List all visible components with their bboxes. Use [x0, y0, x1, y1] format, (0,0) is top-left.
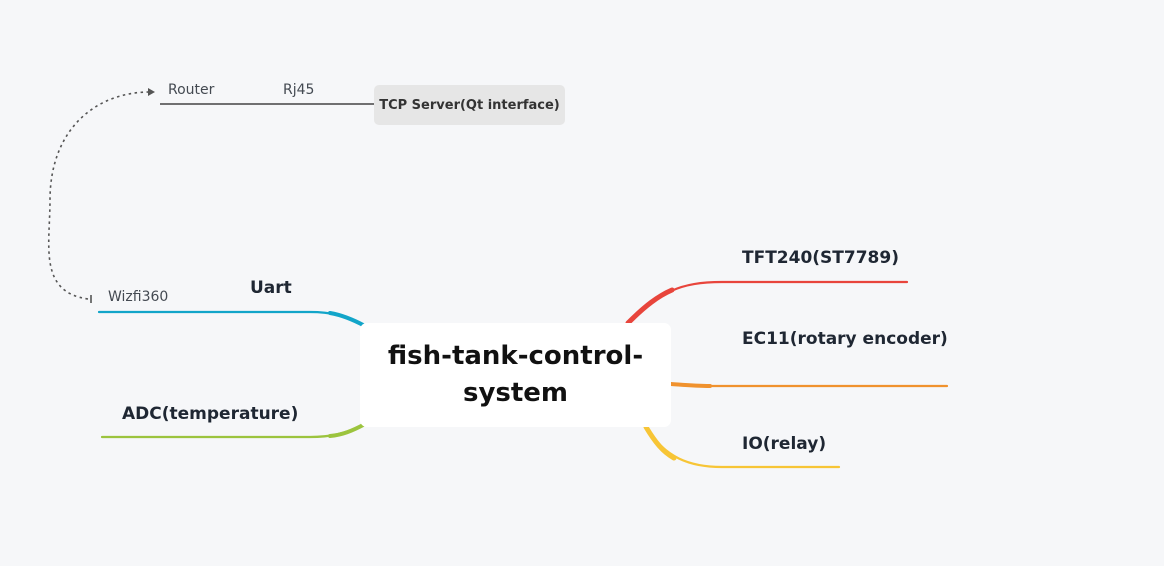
- sub-node-rj45[interactable]: Rj45: [283, 82, 315, 98]
- branch-label-uart[interactable]: Uart: [250, 278, 292, 298]
- branch-label-tft[interactable]: TFT240(ST7789): [742, 248, 899, 268]
- branch-label-adc[interactable]: ADC(temperature): [122, 404, 299, 424]
- branch-label-io[interactable]: IO(relay): [742, 434, 827, 454]
- branch-line-ec11-thick: [669, 382, 712, 388]
- central-topic[interactable]: fish-tank-control-system: [360, 323, 671, 427]
- branch-line-adc-thick: [328, 422, 367, 438]
- branch-label-ec11[interactable]: EC11(rotary encoder): [742, 329, 948, 349]
- relationship-line: [47, 91, 151, 300]
- branch-line-uart-thick: [328, 311, 367, 328]
- sub-node-router[interactable]: Router: [168, 82, 215, 98]
- tcp-server-label: TCP Server(Qt interface): [379, 97, 560, 113]
- relationship-arrow-head: [148, 88, 155, 96]
- sub-node-wizfi360[interactable]: Wizfi360: [108, 289, 169, 305]
- branch-line-ec11: [669, 382, 949, 388]
- branch-line-tft-thick: [625, 287, 675, 326]
- central-topic-label: fish-tank-control-system: [387, 341, 644, 408]
- branch-line-adc: [100, 422, 367, 439]
- branch-line-tft: [626, 280, 909, 325]
- branch-line-io-thick: [643, 424, 677, 461]
- tcp-server-node[interactable]: TCP Server(Qt interface): [374, 85, 565, 125]
- branch-line-uart: [97, 310, 367, 328]
